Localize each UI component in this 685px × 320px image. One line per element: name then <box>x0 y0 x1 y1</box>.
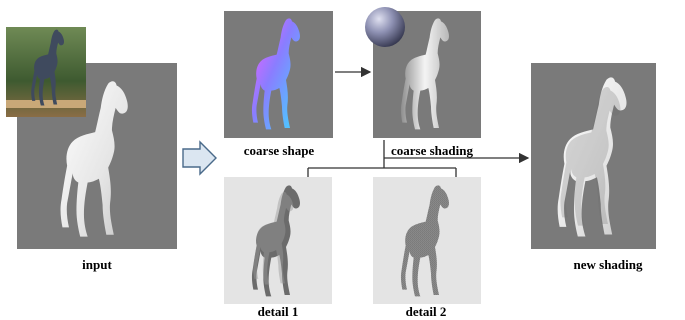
coarse-shape-label: coarse shape <box>243 143 315 158</box>
coarse-shading-label: coarse shading <box>391 143 473 158</box>
lighting-sphere-icon <box>365 7 405 47</box>
detail-2-label: detail 2 <box>405 304 447 319</box>
detail-1-label: detail 1 <box>257 304 299 319</box>
hollow-arrow-icon <box>182 140 217 176</box>
new-shading-label: new shading <box>573 257 643 272</box>
detail-connectors <box>307 140 457 178</box>
detail-1-panel <box>224 177 332 304</box>
new-shading-panel <box>531 63 656 249</box>
detail-2-panel <box>373 177 481 304</box>
coarse-shape-panel <box>224 11 333 138</box>
horse-statue-photo-icon <box>6 27 86 117</box>
input-label: input <box>82 257 112 272</box>
